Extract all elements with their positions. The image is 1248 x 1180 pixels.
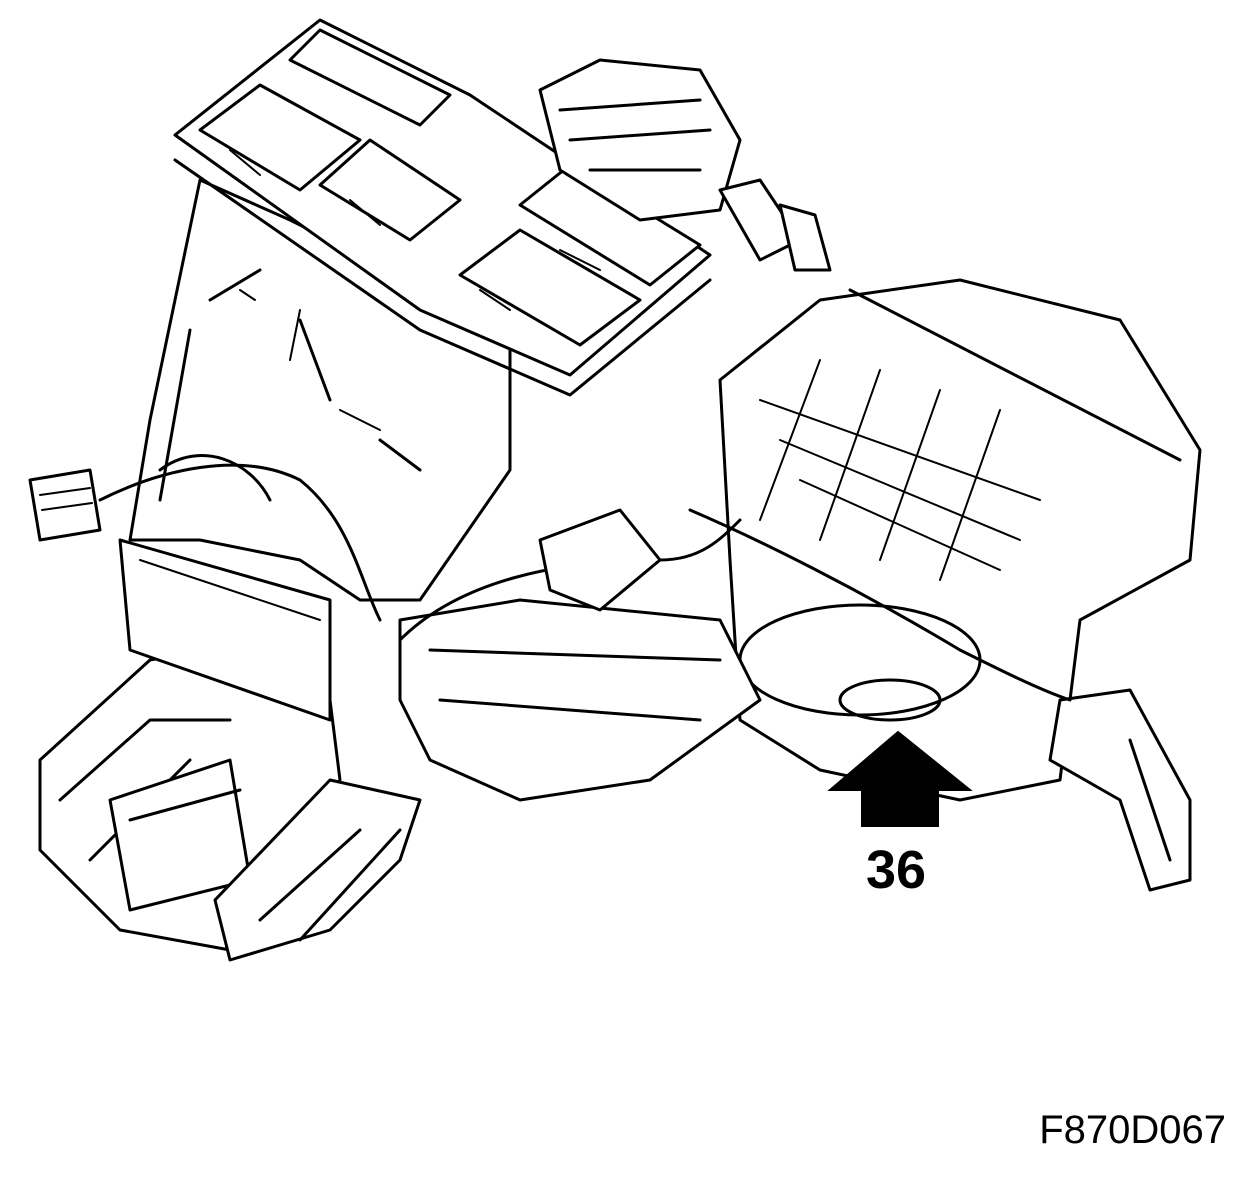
- callout-arrow: [827, 730, 973, 827]
- center-ducting: [398, 598, 762, 802]
- mounting-panel: [118, 538, 332, 722]
- coolant-pipes: [538, 58, 832, 272]
- figure-id: F870D067: [1039, 1108, 1226, 1152]
- wiring-harness: [28, 454, 1072, 702]
- lower-duct-base: [38, 638, 422, 962]
- top-vent-grille: [173, 18, 712, 397]
- callout-number: 36: [866, 840, 926, 900]
- right-outlet-duct: [1048, 688, 1192, 892]
